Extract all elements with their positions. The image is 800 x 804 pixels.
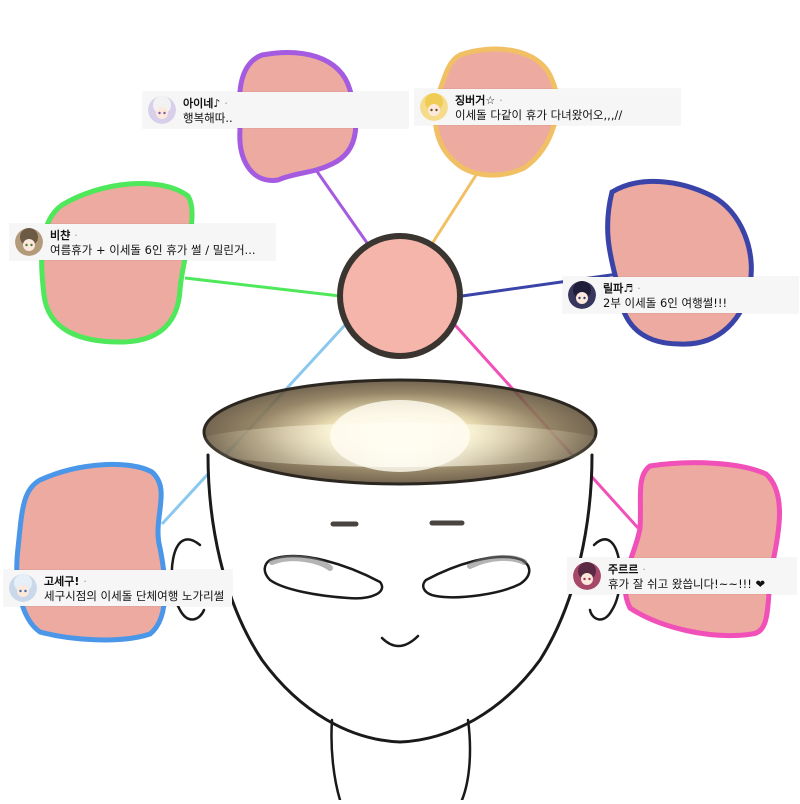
comment-card-jingburger[interactable]: 징버거☆· 이세돌 다같이 휴가 다녀왔어오,,,// <box>415 89 680 125</box>
gosegu-avatar <box>9 574 37 602</box>
open-skull-lid <box>190 378 610 486</box>
comment-author: 징버거☆· <box>455 94 503 107</box>
lilpa-avatar <box>568 281 596 309</box>
connector-yellow <box>426 171 480 251</box>
comment-card-gosegu[interactable]: 고세구!· 세구시점의 이세돌 단체여행 노가리썰 <box>4 570 232 606</box>
connector-purple <box>314 169 374 251</box>
comment-text: 여름휴가 + 이세돌 6인 휴가 썰 / 밀린거... <box>50 243 256 257</box>
comment-author: 비챤· <box>50 229 78 242</box>
comment-text: 휴가 잘 쉬고 왔씁니다!~~!!! ❤ <box>608 577 766 591</box>
jingburger-avatar <box>420 93 448 121</box>
neck-right <box>460 718 472 802</box>
comment-author: 주르르· <box>608 563 646 576</box>
comment-text: 이세돌 다같이 휴가 다녀왔어오,,,// <box>455 108 623 122</box>
thought-blob-blue <box>14 462 168 643</box>
head-illustration <box>170 453 622 802</box>
neck-left <box>330 718 342 802</box>
face-outline <box>206 453 594 744</box>
central-thought-circle <box>337 233 463 359</box>
connector-green <box>184 276 341 298</box>
comment-card-viichan[interactable]: 비챤· 여름휴가 + 이세돌 6인 휴가 썰 / 밀린거... <box>10 224 275 260</box>
right-eye-shade <box>467 554 527 569</box>
comment-card-lilpa[interactable]: 릴파♬· 2부 이세돌 6인 여행썰!!! <box>563 277 798 313</box>
left-eye-shade <box>269 555 333 571</box>
viichan-avatar <box>15 228 43 256</box>
comment-author: 고세구!· <box>44 575 87 588</box>
mouth <box>380 634 420 648</box>
thought-blob-pink <box>622 460 782 639</box>
thought-blob-navy <box>605 178 754 347</box>
comment-text: 2부 이세돌 6인 여행썰!!! <box>603 296 728 310</box>
comment-text: 세구시점의 이세돌 단체여행 노가리썰 <box>44 589 225 603</box>
comment-text: 행복해따.. <box>183 111 233 125</box>
ine-avatar <box>148 96 176 124</box>
comment-author: 릴파♬· <box>603 282 641 295</box>
thought-blob-green <box>39 180 195 345</box>
jururu-avatar <box>573 562 601 590</box>
comment-card-jururu[interactable]: 주르르· 휴가 잘 쉬고 왔씁니다!~~!!! ❤ <box>568 558 796 594</box>
comment-card-ine[interactable]: 아이네♪· 행복해따.. <box>143 92 408 128</box>
comment-author: 아이네♪· <box>183 97 228 110</box>
left-eye <box>263 554 384 600</box>
